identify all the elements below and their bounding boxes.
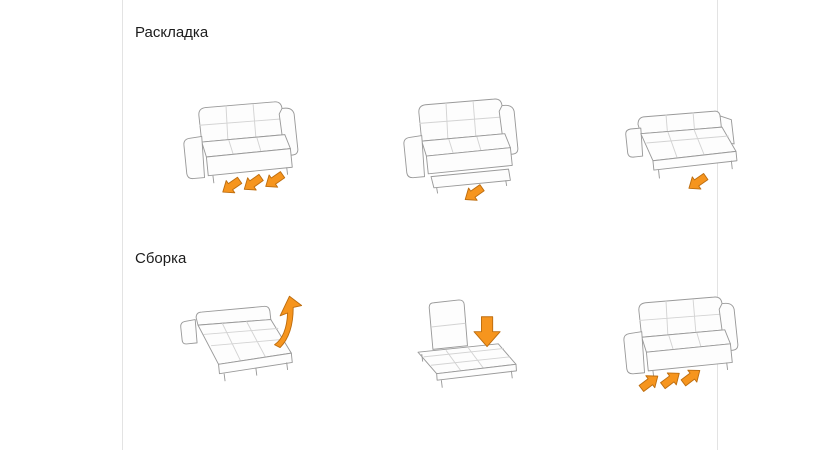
- unfold-step-2: [390, 96, 530, 214]
- fold-section-title: Сборка: [135, 250, 187, 267]
- unfold-section: Раскладка: [130, 24, 738, 230]
- fold-step-3: [610, 294, 750, 412]
- fold-section: Сборка: [130, 250, 739, 428]
- fold-step-2: [390, 294, 530, 412]
- fold-steps-row: [130, 278, 739, 428]
- page-right-border: [717, 0, 718, 450]
- fold-step-4: [830, 294, 840, 412]
- sofa-bed-unfolded-icon: [830, 96, 840, 204]
- page-left-border: [122, 0, 123, 450]
- unfold-step-4: [830, 96, 840, 214]
- unfold-step-1: [170, 96, 310, 214]
- unfold-steps-row: [130, 80, 738, 230]
- fold-step-1: [170, 294, 310, 412]
- sofa-frame-pulled-icon: [403, 98, 519, 201]
- sofa-assembled-icon: [830, 294, 840, 402]
- sofa-push-in-icon: [623, 296, 739, 392]
- unfold-step-3: [610, 96, 750, 214]
- bed-lift-section-icon: [180, 295, 303, 382]
- frame-fold-down-icon: [417, 299, 517, 388]
- unfold-section-title: Раскладка: [135, 24, 209, 41]
- sofa-half-unfolded-icon: [625, 110, 738, 190]
- sofa-closed-pull-out-icon: [183, 101, 299, 194]
